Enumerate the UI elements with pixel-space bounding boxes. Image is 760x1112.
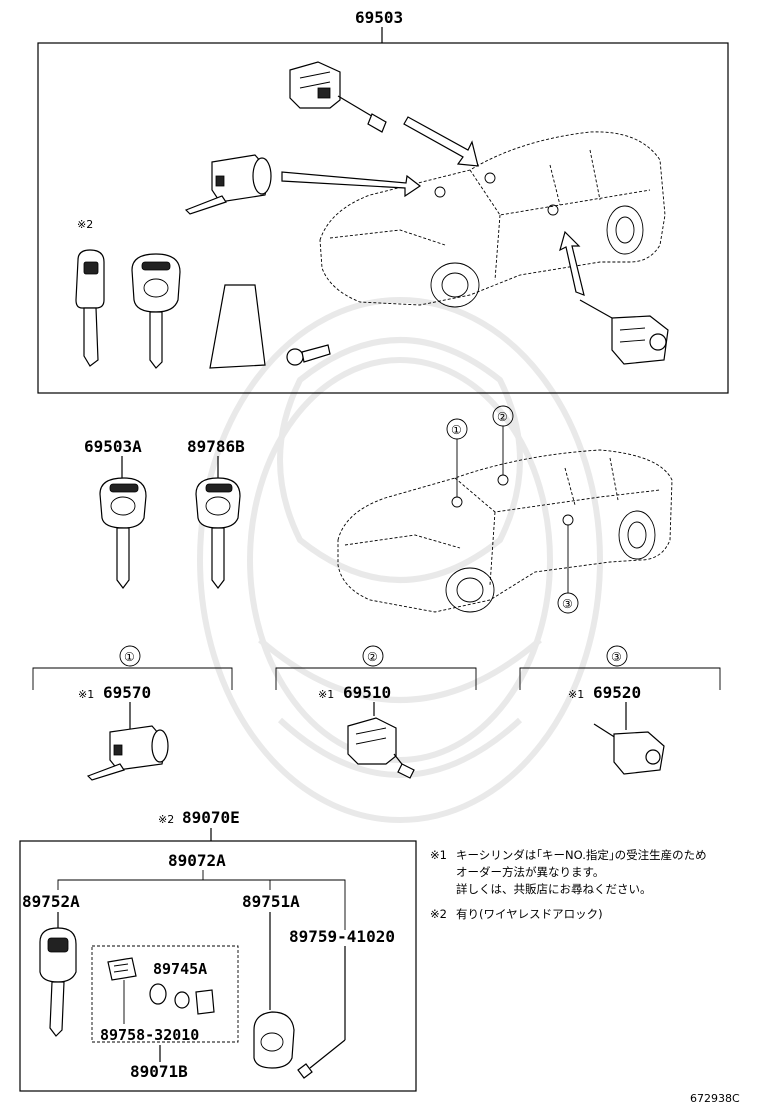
mid-car-illustration — [337, 449, 673, 613]
inner-part2-label: 89758-32010 — [100, 1026, 199, 1044]
location-2-label: ② — [497, 410, 508, 424]
top-small-part — [286, 344, 331, 366]
transmitter-box — [19, 840, 417, 1092]
note-1-mark: ※1 — [430, 848, 447, 862]
pointer-arrows — [281, 116, 585, 296]
sub-group-bracket — [57, 870, 346, 930]
ignition-cylinder-illustration — [184, 154, 272, 215]
section-1: ① ※1 69570 — [32, 645, 233, 781]
note-1-line-3: 詳しくは、共販店にお尋ねください。 — [456, 882, 652, 896]
inner-group-label: 89071B — [130, 1062, 188, 1081]
section-2-mark: ※1 — [318, 688, 334, 701]
section-3-mark: ※1 — [568, 688, 584, 701]
transmitter-case-illustration — [253, 1011, 295, 1069]
section-1-circle: ① — [124, 650, 135, 664]
key-a-illustration — [99, 477, 147, 589]
transmitter-part: 89070E — [182, 808, 240, 827]
inner-parts-illustrations — [107, 957, 215, 1015]
sub-group-label: 89072A — [168, 851, 226, 870]
top-key-mark: ※2 — [77, 218, 93, 231]
section-2-part: 69510 — [343, 683, 391, 702]
transmitter-key-illustration — [39, 927, 77, 1037]
section-2-circle: ② — [367, 650, 378, 664]
top-group-number: 69503 — [355, 8, 403, 27]
screw-part-label: 89759-41020 — [289, 927, 395, 946]
case-part-label: 89751A — [242, 892, 300, 911]
watermark-emblem — [197, 297, 603, 823]
note-1-line-1: キーシリンダは｢キーNO.指定｣の受注生産のため — [456, 848, 707, 862]
top-transmitter-key — [131, 253, 181, 369]
key-b-illustration — [195, 477, 241, 589]
screw-illustration — [297, 1063, 313, 1079]
key-part-label: 89752A — [22, 892, 80, 911]
note-2-line-1: 有り(ワイヤレスドアロック) — [456, 907, 603, 921]
section-3-part: 69520 — [593, 683, 641, 702]
section-1-part: 69570 — [103, 683, 151, 702]
top-tag-card — [209, 284, 266, 369]
note-2-mark: ※2 — [430, 907, 447, 921]
location-3-label: ③ — [562, 597, 573, 611]
section-1-mark: ※1 — [78, 688, 94, 701]
key-a-label: 69503A — [84, 437, 142, 456]
location-1-label: ① — [451, 423, 462, 437]
illustration-id: 672938C — [690, 1092, 740, 1105]
glovebox-lock-illustration — [289, 61, 387, 133]
inner-parts-box — [91, 945, 239, 1043]
transmitter-mark: ※2 — [158, 813, 174, 826]
top-car-illustration — [319, 131, 666, 308]
door-lock-illustration-top — [579, 299, 669, 365]
section-2: ② ※1 69510 — [275, 645, 477, 779]
location-markers: ① ② ③ — [446, 405, 579, 614]
top-blank-key — [75, 249, 105, 367]
section-3-circle: ③ — [611, 650, 622, 664]
notes: ※1 キーシリンダは｢キーNO.指定｣の受注生産のため オーダー方法が異なります… — [430, 848, 707, 921]
key-b-label: 89786B — [187, 437, 245, 456]
top-group-box — [37, 42, 729, 394]
section-3: ③ ※1 69520 — [519, 645, 721, 775]
inner-part-label: 89745A — [153, 960, 207, 978]
note-1-line-2: オーダー方法が異なります。 — [456, 865, 604, 879]
